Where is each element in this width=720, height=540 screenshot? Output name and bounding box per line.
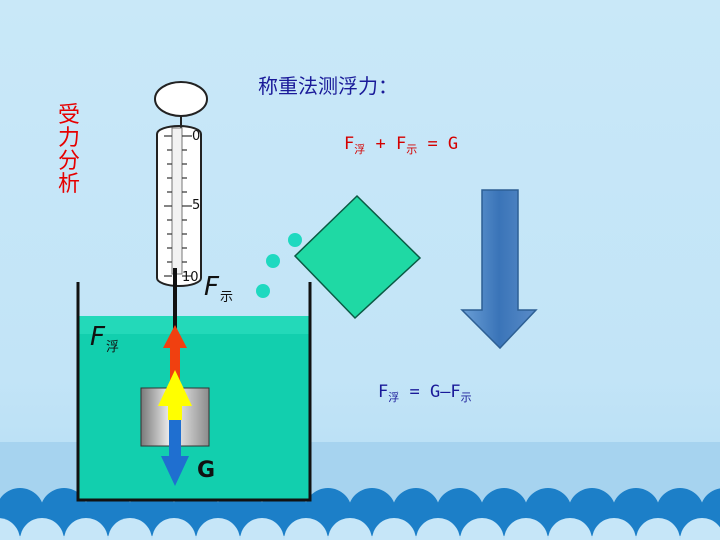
wave-bubble [152,518,196,540]
wave-bubble [284,518,328,540]
page-title: 称重法测浮力： [258,74,398,98]
label-f-buoyant: F浮 [90,322,119,355]
gravity-arrow [161,420,189,486]
scale-force-arrow [158,370,192,420]
label-f-show: F示 [204,272,233,305]
wave-bubble [636,518,680,540]
side-label: 受力分析 [57,103,80,197]
equation-sum: F浮 + F示 = G [344,134,459,156]
label-gravity: G [197,458,216,483]
wave-bubble [240,518,284,540]
wave-bubble [504,518,548,540]
beaker [76,282,312,502]
scale-number-0: 0 [192,129,201,144]
scale-number-5: 5 [192,198,201,213]
scale-number-10: 10 [182,270,199,285]
equation-difference: F浮 = G—F示 [378,382,472,404]
wave-bubble [548,518,592,540]
buoyant-force-arrow [163,325,187,392]
wave-bubble [372,518,416,540]
block-diamond [293,194,422,320]
wave-bubble [592,518,636,540]
wave-bubble [196,518,240,540]
wave-bubble [64,518,108,540]
wave-bubble [460,518,504,540]
trail-dot [266,254,280,268]
scale-ring [154,81,208,117]
wave-bubble [328,518,372,540]
wave-bubble [416,518,460,540]
wave-bubble [20,518,64,540]
big-down-arrow [460,189,538,350]
wave-bubble [108,518,152,540]
trail-dot [256,284,270,298]
wave-bubble [680,518,720,540]
trail-dot [288,233,302,247]
wave-bubble [0,518,20,540]
